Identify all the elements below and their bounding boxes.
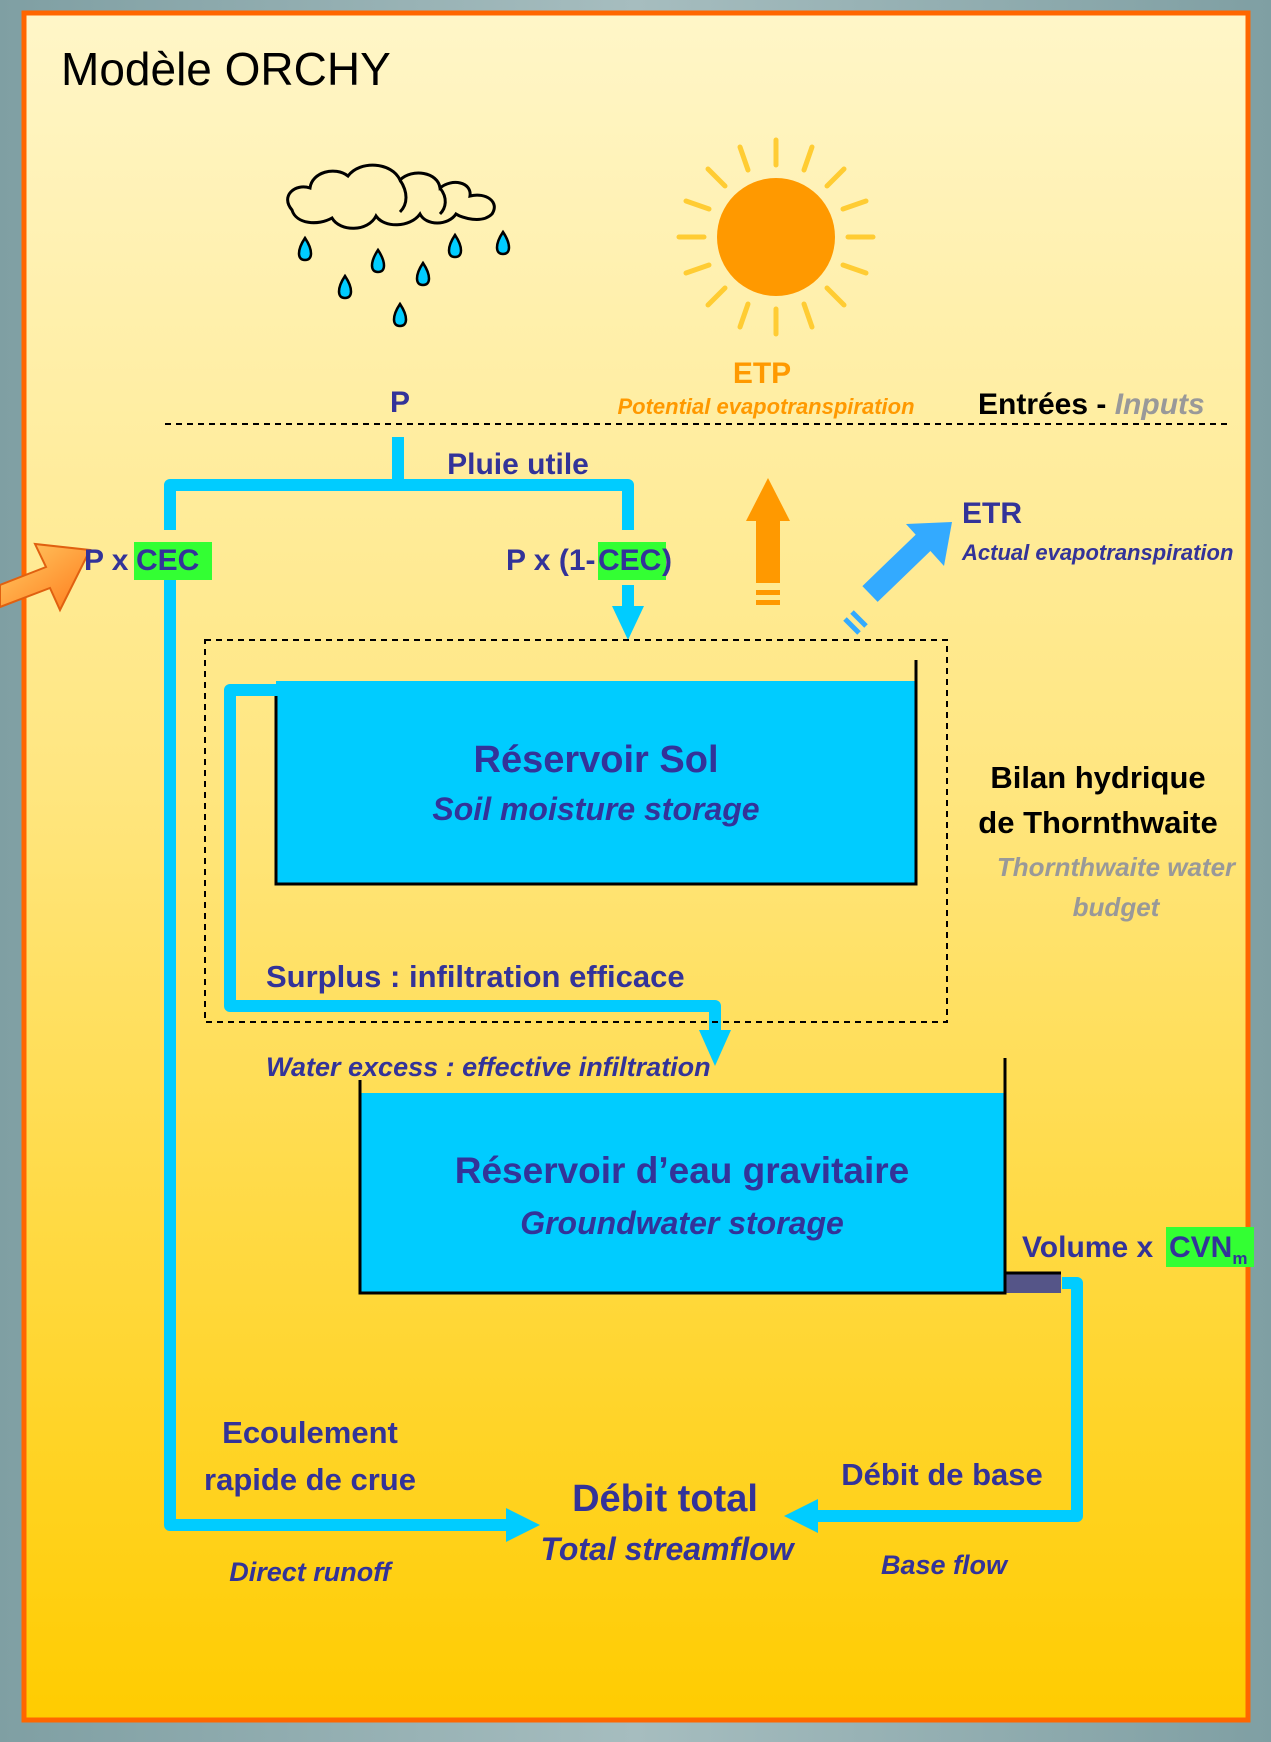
label-surplus-en: Water excess : effective infiltration	[266, 1052, 711, 1082]
etr-arrow-icon	[843, 522, 952, 635]
label-cvn: CVNm	[1169, 1231, 1247, 1268]
pipe-direct-runoff	[164, 560, 508, 1531]
rain-cloud-icon	[286, 163, 496, 230]
label-cec-right: CEC	[598, 544, 661, 577]
label-surplus-fr: Surplus : infiltration efficace	[266, 959, 685, 994]
label-etp-en: Potential evapotranspiration	[617, 394, 914, 419]
groundwater-reservoir	[360, 1093, 1005, 1293]
arrow-head-runoff	[506, 1508, 540, 1542]
gw-outlet	[1005, 1273, 1061, 1293]
label-p-x-1: P x (1-	[506, 544, 596, 577]
rain-drops	[297, 229, 511, 328]
sun-icon	[676, 137, 876, 337]
total-fr: Débit total	[572, 1478, 758, 1520]
inflow-arrow-icon	[0, 542, 92, 613]
runoff-fr-2: rapide de crue	[204, 1462, 416, 1497]
soil-title-fr: Réservoir Sol	[474, 739, 719, 781]
arrow-head-base	[784, 1499, 818, 1533]
pipe-split	[164, 479, 634, 530]
gw-reservoir-walls	[358, 1058, 1007, 1295]
soil-reservoir-walls	[274, 660, 918, 886]
bilan-line2: de Thornthwaite	[978, 805, 1217, 840]
arrow-head-gw	[699, 1030, 731, 1066]
label-p: P	[390, 386, 410, 419]
base-en: Base flow	[881, 1550, 1009, 1580]
bilan-line1: Bilan hydrique	[990, 760, 1205, 795]
runoff-en: Direct runoff	[229, 1557, 394, 1587]
label-etr-en: Actual evapotranspiration	[961, 540, 1233, 565]
label-p-x: P x	[84, 544, 129, 577]
pipe-base-flow	[814, 1277, 1083, 1522]
cec-highlight-left	[134, 542, 212, 580]
bilan-en2: budget	[1073, 892, 1161, 922]
gw-title-fr: Réservoir d’eau gravitaire	[455, 1150, 910, 1191]
runoff-fr-1: Ecoulement	[222, 1415, 398, 1450]
cec-highlight-right	[598, 542, 666, 580]
bilan-en1: Thornthwaite water	[997, 852, 1237, 882]
cvn-highlight	[1166, 1227, 1254, 1267]
etp-arrow-icon	[746, 478, 790, 605]
thornthwaite-box	[204, 639, 948, 1023]
label-close-paren: )	[662, 544, 672, 577]
label-etp: ETP	[733, 357, 791, 390]
label-volume-x: Volume x	[1022, 1231, 1153, 1264]
label-pluie-utile: Pluie utile	[447, 448, 589, 481]
pipe-surplus	[224, 684, 721, 1032]
water-pipes	[164, 437, 1083, 1531]
page-title: Modèle ORCHY	[61, 43, 391, 95]
total-en: Total streamflow	[540, 1531, 795, 1567]
gw-title-en: Groundwater storage	[520, 1205, 844, 1241]
arrow-head-soil	[612, 606, 644, 640]
inputs-header: Entrées - Inputs	[978, 388, 1205, 421]
soil-reservoir	[276, 681, 916, 884]
base-fr: Débit de base	[841, 1457, 1043, 1492]
soil-title-en: Soil moisture storage	[432, 791, 759, 827]
label-cec-left: CEC	[136, 544, 199, 577]
label-etr: ETR	[962, 497, 1022, 530]
